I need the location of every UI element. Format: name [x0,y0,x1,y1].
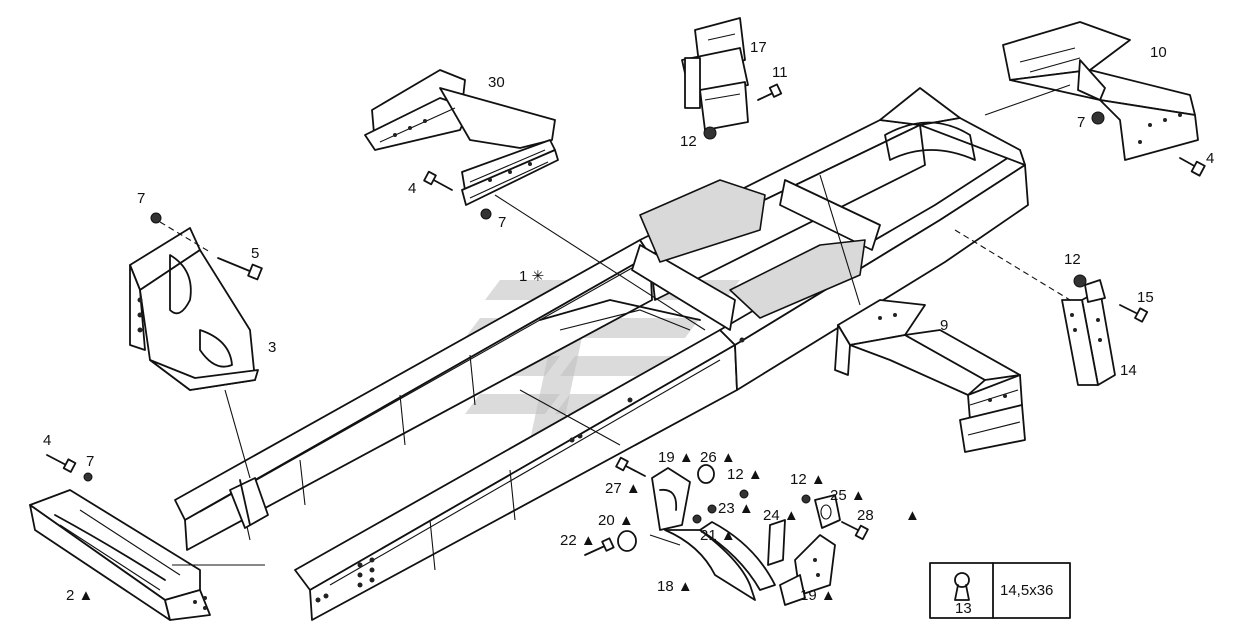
spec-box: 13 14,5x36 [929,562,1071,619]
callout-c30: 30 [488,74,505,91]
callout-c14: 14 [1120,362,1137,379]
part-14-side-bracket [1061,279,1116,386]
callout-c24: 24 ▲ [763,507,799,524]
keyhole-slot-icon [954,572,970,601]
callout-c4c: 4 [43,432,51,449]
bolt-5-icon [217,257,263,281]
nuts [83,111,1105,482]
callout-c12b: 12 [1064,251,1081,268]
part-30-brackets [364,69,559,206]
callout-c19b: 19 ▲ [800,587,836,604]
nut-7-mid-icon [480,208,492,220]
callout-c4a: 4 [1206,150,1214,167]
part-2-rear-crossbar [29,489,211,621]
callout-cTri: ▲ [905,507,920,524]
callout-c12d: 12 ▲ [790,471,826,488]
callout-c9: 9 [940,317,948,334]
callout-c23: 23 ▲ [718,500,754,517]
bolt-4-front-icon [1179,157,1206,177]
bolt-4-icon [423,170,453,191]
callout-c5: 5 [251,245,259,262]
spring-hanger-assembly [617,464,841,606]
callout-c26: 26 ▲ [700,449,736,466]
callout-c19a: 19 ▲ [658,449,694,466]
callout-c28: 28 [857,507,874,524]
callout-c7a: 7 [1077,114,1085,131]
spec-part-number: 13 [955,600,972,617]
bolt-27-icon [615,456,646,477]
callout-c12a: 12 [680,133,697,150]
callout-c17: 17 [750,39,767,56]
callout-c7b: 7 [498,214,506,231]
callout-c18: 18 ▲ [657,578,693,595]
bolt-4-rear-icon [46,454,77,473]
chassis-frame [174,87,1029,621]
callout-c4b: 4 [408,180,416,197]
callout-c11: 11 [772,64,788,81]
leader-lines [159,84,1071,566]
nut-7-front-icon [1091,111,1105,125]
callout-c2: 2 ▲ [66,587,93,604]
nut-12-side-icon [1073,274,1087,288]
callout-c25: 25 ▲ [830,487,866,504]
callout-c20: 20 ▲ [598,512,634,529]
part-3-casting [129,227,259,391]
callout-c22: 22 ▲ [560,532,596,549]
part-10-front-bracket [1002,21,1199,161]
bolt-15-icon [1119,304,1149,323]
callout-c27: 27 ▲ [605,480,641,497]
nut-7-icon [150,212,162,224]
callout-c1: 1 ✳ [519,268,544,285]
nut-12-icon [703,126,717,140]
part-17-hinge-bracket [681,17,749,131]
callout-c7c: 7 [137,190,145,207]
part-9-crossmember [834,299,1026,453]
callout-c3: 3 [268,339,276,356]
callout-c7d: 7 [86,453,94,470]
bolt-22-icon [584,537,615,556]
callout-c15: 15 [1137,289,1154,306]
rail-bolt-holes [315,337,745,603]
callout-c12c: 12 ▲ [727,466,763,483]
bolt-11-icon [757,83,783,101]
nut-7-rear-icon [83,472,93,482]
callout-c10: 10 [1150,44,1167,61]
bolts [46,83,1206,556]
bolt-28-icon [841,521,869,541]
callout-c21: 21 ▲ [700,527,736,544]
callout-labels: 30 17 11 12 10 7 4 4 7 7 5 1 ✳ 3 12 15 9 14 4 7 2 ▲ 19 ▲ 26 ▲… [43,39,1214,604]
spec-size-text: 14,5x36 [1000,582,1053,599]
